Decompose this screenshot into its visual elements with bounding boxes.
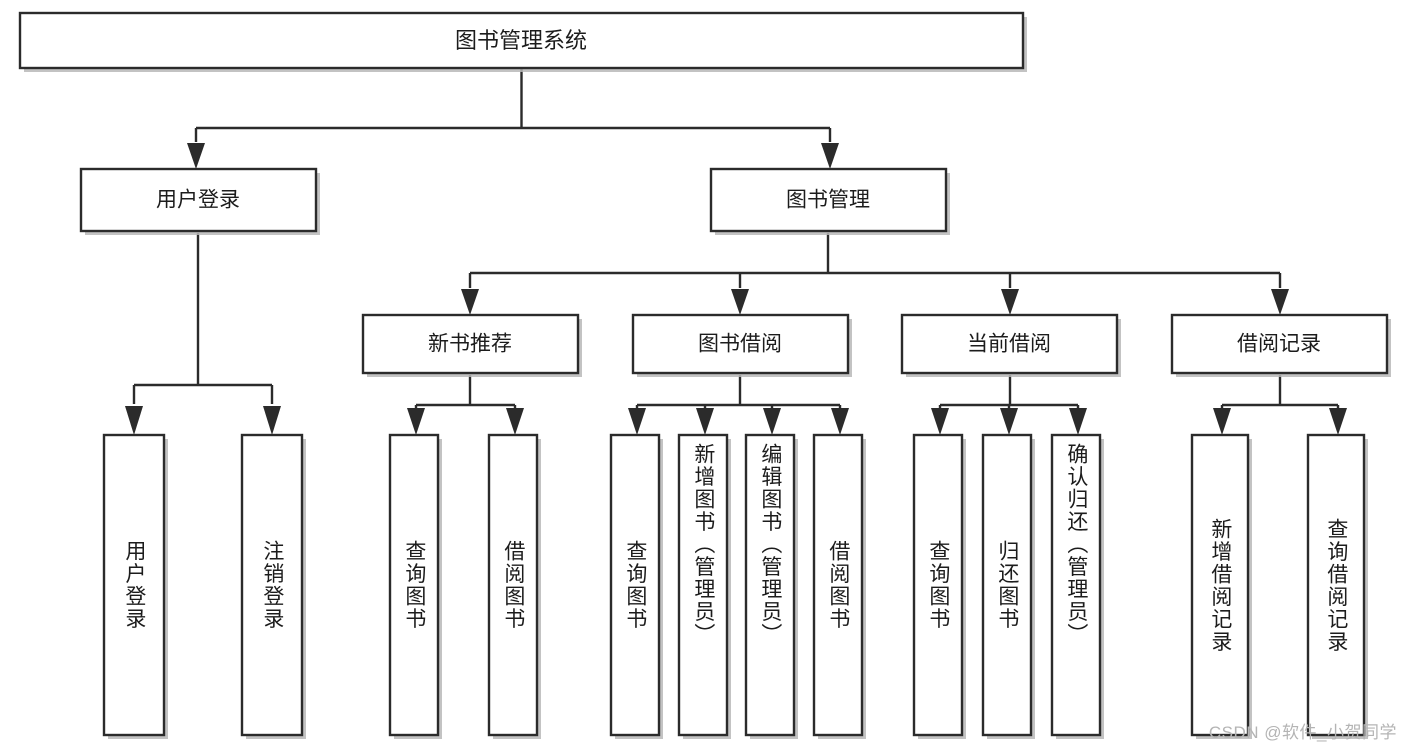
user-login-label: 用户登录 [156, 189, 240, 212]
arrow-to-book-borrow [731, 289, 749, 315]
current-borrow-box[interactable] [900, 313, 1119, 375]
book-manage-box[interactable] [709, 167, 948, 233]
arrow-to-leaf-query-book-1 [407, 408, 425, 435]
connector-book-manage-to-level3-bus [468, 233, 1282, 288]
arrow-to-leaf-borrow-book-2 [831, 408, 849, 435]
arrow-to-leaf-query-book-2 [628, 408, 646, 435]
book-borrow-box[interactable] [631, 313, 850, 375]
arrow-to-leaf-confirm-return [1069, 408, 1087, 435]
node-borrow-record[interactable]: 借阅记录 [1170, 313, 1391, 377]
arrow-to-leaf-logout [263, 406, 281, 435]
connector-book-borrow-to-bus [635, 375, 842, 412]
user-login-box[interactable] [79, 167, 318, 233]
connector-root-to-level2-bus [194, 68, 832, 142]
node-new-book-rec[interactable]: 新书推荐 [361, 313, 582, 377]
root-label: 图书管理系统 [455, 28, 587, 53]
leaf-add-book-box[interactable] [677, 433, 729, 737]
node-book-borrow[interactable]: 图书借阅 [631, 313, 852, 377]
leaf-confirm-return-box[interactable] [1050, 433, 1102, 737]
connector-user-login-to-bus [132, 233, 274, 404]
arrow-to-book-manage [821, 143, 839, 169]
arrow-to-new-book-rec [461, 289, 479, 315]
borrow-record-label: 借阅记录 [1237, 333, 1321, 356]
connector-current-borrow-to-bus [938, 375, 1080, 412]
node-user-login[interactable]: 用户登录 [79, 167, 320, 235]
leaf-edit-book-box[interactable] [744, 433, 796, 737]
connector-borrow-record-to-bus [1220, 375, 1340, 412]
leaf-query-record-box[interactable] [1306, 433, 1366, 737]
arrow-to-leaf-add-book [696, 408, 714, 435]
leaf-borrow-book-2-box[interactable] [812, 433, 864, 737]
arrow-to-leaf-query-record [1329, 408, 1347, 435]
leaf-query-book-1-box[interactable] [388, 433, 440, 737]
new-book-rec-label: 新书推荐 [428, 333, 512, 356]
borrow-record-box[interactable] [1170, 313, 1389, 375]
root-box[interactable] [18, 11, 1025, 70]
leaf-return-book-box[interactable] [981, 433, 1033, 737]
new-book-rec-box[interactable] [361, 313, 580, 375]
arrow-to-leaf-edit-book [763, 408, 781, 435]
arrow-to-user-login [187, 143, 205, 169]
arrow-to-current-borrow [1001, 289, 1019, 315]
node-book-manage[interactable]: 图书管理 [709, 167, 950, 235]
book-borrow-label: 图书借阅 [698, 333, 782, 356]
leaf-query-book-3-box[interactable] [912, 433, 964, 737]
book-manage-label: 图书管理 [786, 189, 870, 212]
arrow-to-leaf-return-book [1000, 408, 1018, 435]
leaf-boxes [102, 433, 1368, 739]
node-root[interactable]: 图书管理系统 [18, 11, 1027, 72]
arrow-to-borrow-record [1271, 289, 1289, 315]
node-current-borrow[interactable]: 当前借阅 [900, 313, 1121, 377]
current-borrow-label: 当前借阅 [967, 333, 1051, 356]
leaf-logout-box[interactable] [240, 433, 304, 737]
leaf-borrow-book-1-box[interactable] [487, 433, 539, 737]
arrow-to-leaf-query-book-3 [931, 408, 949, 435]
leaf-add-record-box[interactable] [1190, 433, 1250, 737]
connector-new-book-rec-to-bus [414, 375, 517, 412]
arrow-to-leaf-borrow-book-1 [506, 408, 524, 435]
leaf-query-book-2-box[interactable] [609, 433, 661, 737]
connector-layer [125, 68, 1347, 435]
arrow-to-leaf-user-login [125, 406, 143, 435]
csdn-watermark: CSDN @软件_小贺同学 [1208, 723, 1397, 742]
leaf-user-login-box[interactable] [102, 433, 166, 737]
arrow-to-leaf-add-record [1213, 408, 1231, 435]
